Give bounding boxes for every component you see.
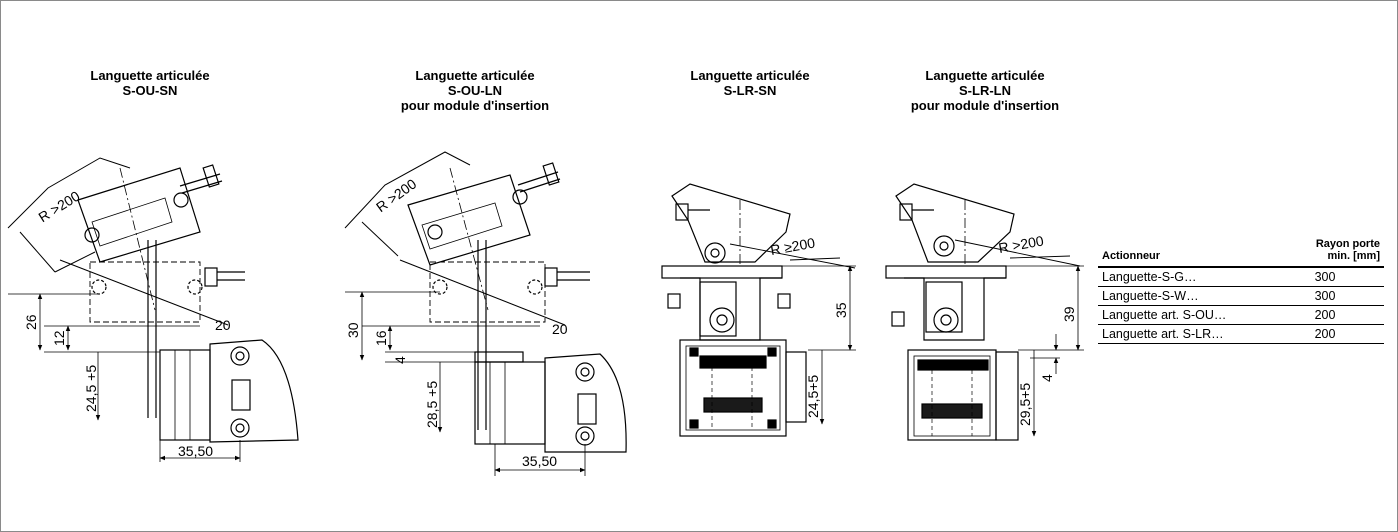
dim-20-b: 20: [552, 321, 568, 337]
dim-26: 26: [23, 314, 39, 330]
dim-35-50-a: 35,50: [178, 443, 213, 459]
table-row: Languette-S-G…300: [1098, 267, 1384, 287]
drawing-s-lr-sn: [661, 183, 856, 437]
dim-16: 16: [373, 330, 389, 346]
dim-4-b: 4: [1039, 374, 1055, 382]
table-row: Languette art. S-OU…200: [1098, 305, 1384, 325]
dim-radius-4: R >200: [997, 232, 1045, 256]
dim-35-50-b: 35,50: [522, 453, 557, 469]
table-row: Languette-S-W…300: [1098, 286, 1384, 306]
dim-4-a: 4: [392, 356, 408, 364]
table-row: Languette art. S-LR…200: [1098, 324, 1384, 344]
dim-24-5: 24,5 +5: [83, 365, 99, 412]
dim-12: 12: [51, 330, 67, 346]
dim-28-5: 28,5 +5: [424, 381, 440, 428]
dim-20-a: 20: [215, 317, 231, 333]
dim-35: 35: [833, 302, 849, 318]
drawing-s-lr-ln: [885, 183, 1084, 441]
header-actuator: Actionneur: [1098, 236, 1266, 268]
drawing-s-ou-sn: [7, 157, 299, 462]
dim-30: 30: [345, 322, 361, 338]
dim-24-5-b: 24,5+5: [805, 375, 821, 418]
dim-39: 39: [1061, 306, 1077, 322]
dim-radius-2: R >200: [373, 175, 419, 215]
drawing-s-ou-ln: [344, 151, 627, 476]
dim-29-5: 29,5+5: [1017, 383, 1033, 426]
dim-radius-3: R ≥200: [769, 234, 816, 258]
